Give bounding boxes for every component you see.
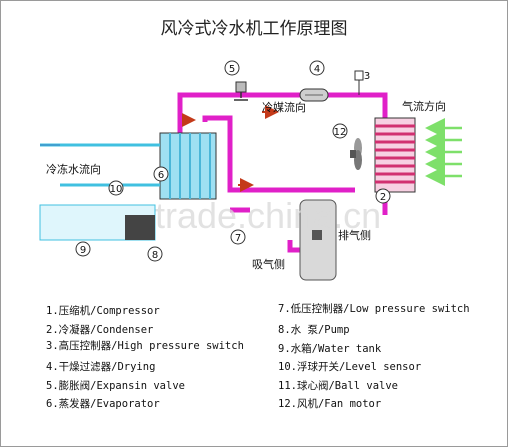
legend-item-level-sensor: 10.浮球开关/Level sensor — [278, 361, 422, 373]
legend-item-high-pressure-switch: 3.高压控制器/High pressure switch — [46, 340, 244, 352]
drying-filter-icon — [299, 88, 329, 102]
callout-3: 3 — [364, 71, 370, 82]
legend-item-compressor: 1.压缩机/Compressor — [46, 305, 160, 317]
legend-left: 1.压缩机/Compressor 2.冷凝器/Condenser 3.高压控制器… — [46, 302, 266, 414]
legend-item-ball-valve: 11.球心阀/Ball valve — [278, 379, 399, 392]
chiller-schematic: 5 4 3 12 6 10 2 7 9 8 冷媒流向 气流方向 冷冻水流向 排气… — [39, 60, 462, 281]
callout-12: 12 — [334, 127, 347, 138]
callout-markers — [75, 60, 391, 262]
callout-10: 10 — [110, 184, 123, 195]
fan-motor-icon — [350, 138, 362, 170]
callout-4: 4 — [314, 64, 320, 75]
legend-item-pump: 8.水 泵/Pump — [278, 324, 350, 336]
airflow-label: 气流方向 — [402, 99, 446, 113]
legend-item-evaporator: 6.蒸发器/Evaporator — [46, 398, 160, 410]
water-tank — [39, 204, 156, 241]
callout-5: 5 — [229, 64, 235, 75]
high-pressure-switch-icon — [354, 70, 364, 95]
expansion-valve-icon — [234, 81, 248, 101]
legend-right: 7.低压控制器/Low pressure switch 8.水 泵/Pump 9… — [278, 302, 498, 414]
diagram-title: 风冷式冷水机工作原理图 — [160, 19, 348, 39]
legend-item-fan-motor: 12.风机/Fan motor — [278, 398, 382, 410]
compressor-icon — [299, 199, 337, 281]
legend-item-condenser: 2.冷凝器/Condenser — [46, 323, 154, 336]
legend-item-water-tank: 9.水箱/Water tank — [278, 342, 382, 355]
callout-numbers: 5 4 3 12 6 10 2 7 9 8 — [80, 64, 386, 261]
legend-item-expansion-valve: 5.膨胀阀/Expansin valve — [46, 379, 185, 392]
condenser-coil — [374, 117, 416, 193]
evaporator-unit — [159, 132, 217, 200]
exhaust-label: 排气侧 — [338, 228, 371, 242]
suction-label: 吸气侧 — [252, 257, 285, 271]
refrigerant-flow-label: 冷媒流向 — [262, 100, 306, 114]
callout-2: 2 — [380, 192, 386, 203]
callout-7: 7 — [235, 233, 241, 244]
pump-icon — [125, 215, 155, 240]
legend-item-drying: 4.干燥过滤器/Drying — [46, 361, 156, 373]
watermark: trade.china.cn — [155, 195, 381, 236]
callout-6: 6 — [158, 170, 164, 181]
callout-8: 8 — [152, 250, 158, 261]
airflow-arrows — [425, 118, 462, 186]
callout-9: 9 — [80, 245, 86, 256]
chilled-water-flow-label: 冷冻水流向 — [46, 162, 101, 176]
refrigerant-flow-arrows — [182, 105, 279, 192]
legend-item-low-pressure-switch: 7.低压控制器/Low pressure switch — [278, 303, 470, 315]
